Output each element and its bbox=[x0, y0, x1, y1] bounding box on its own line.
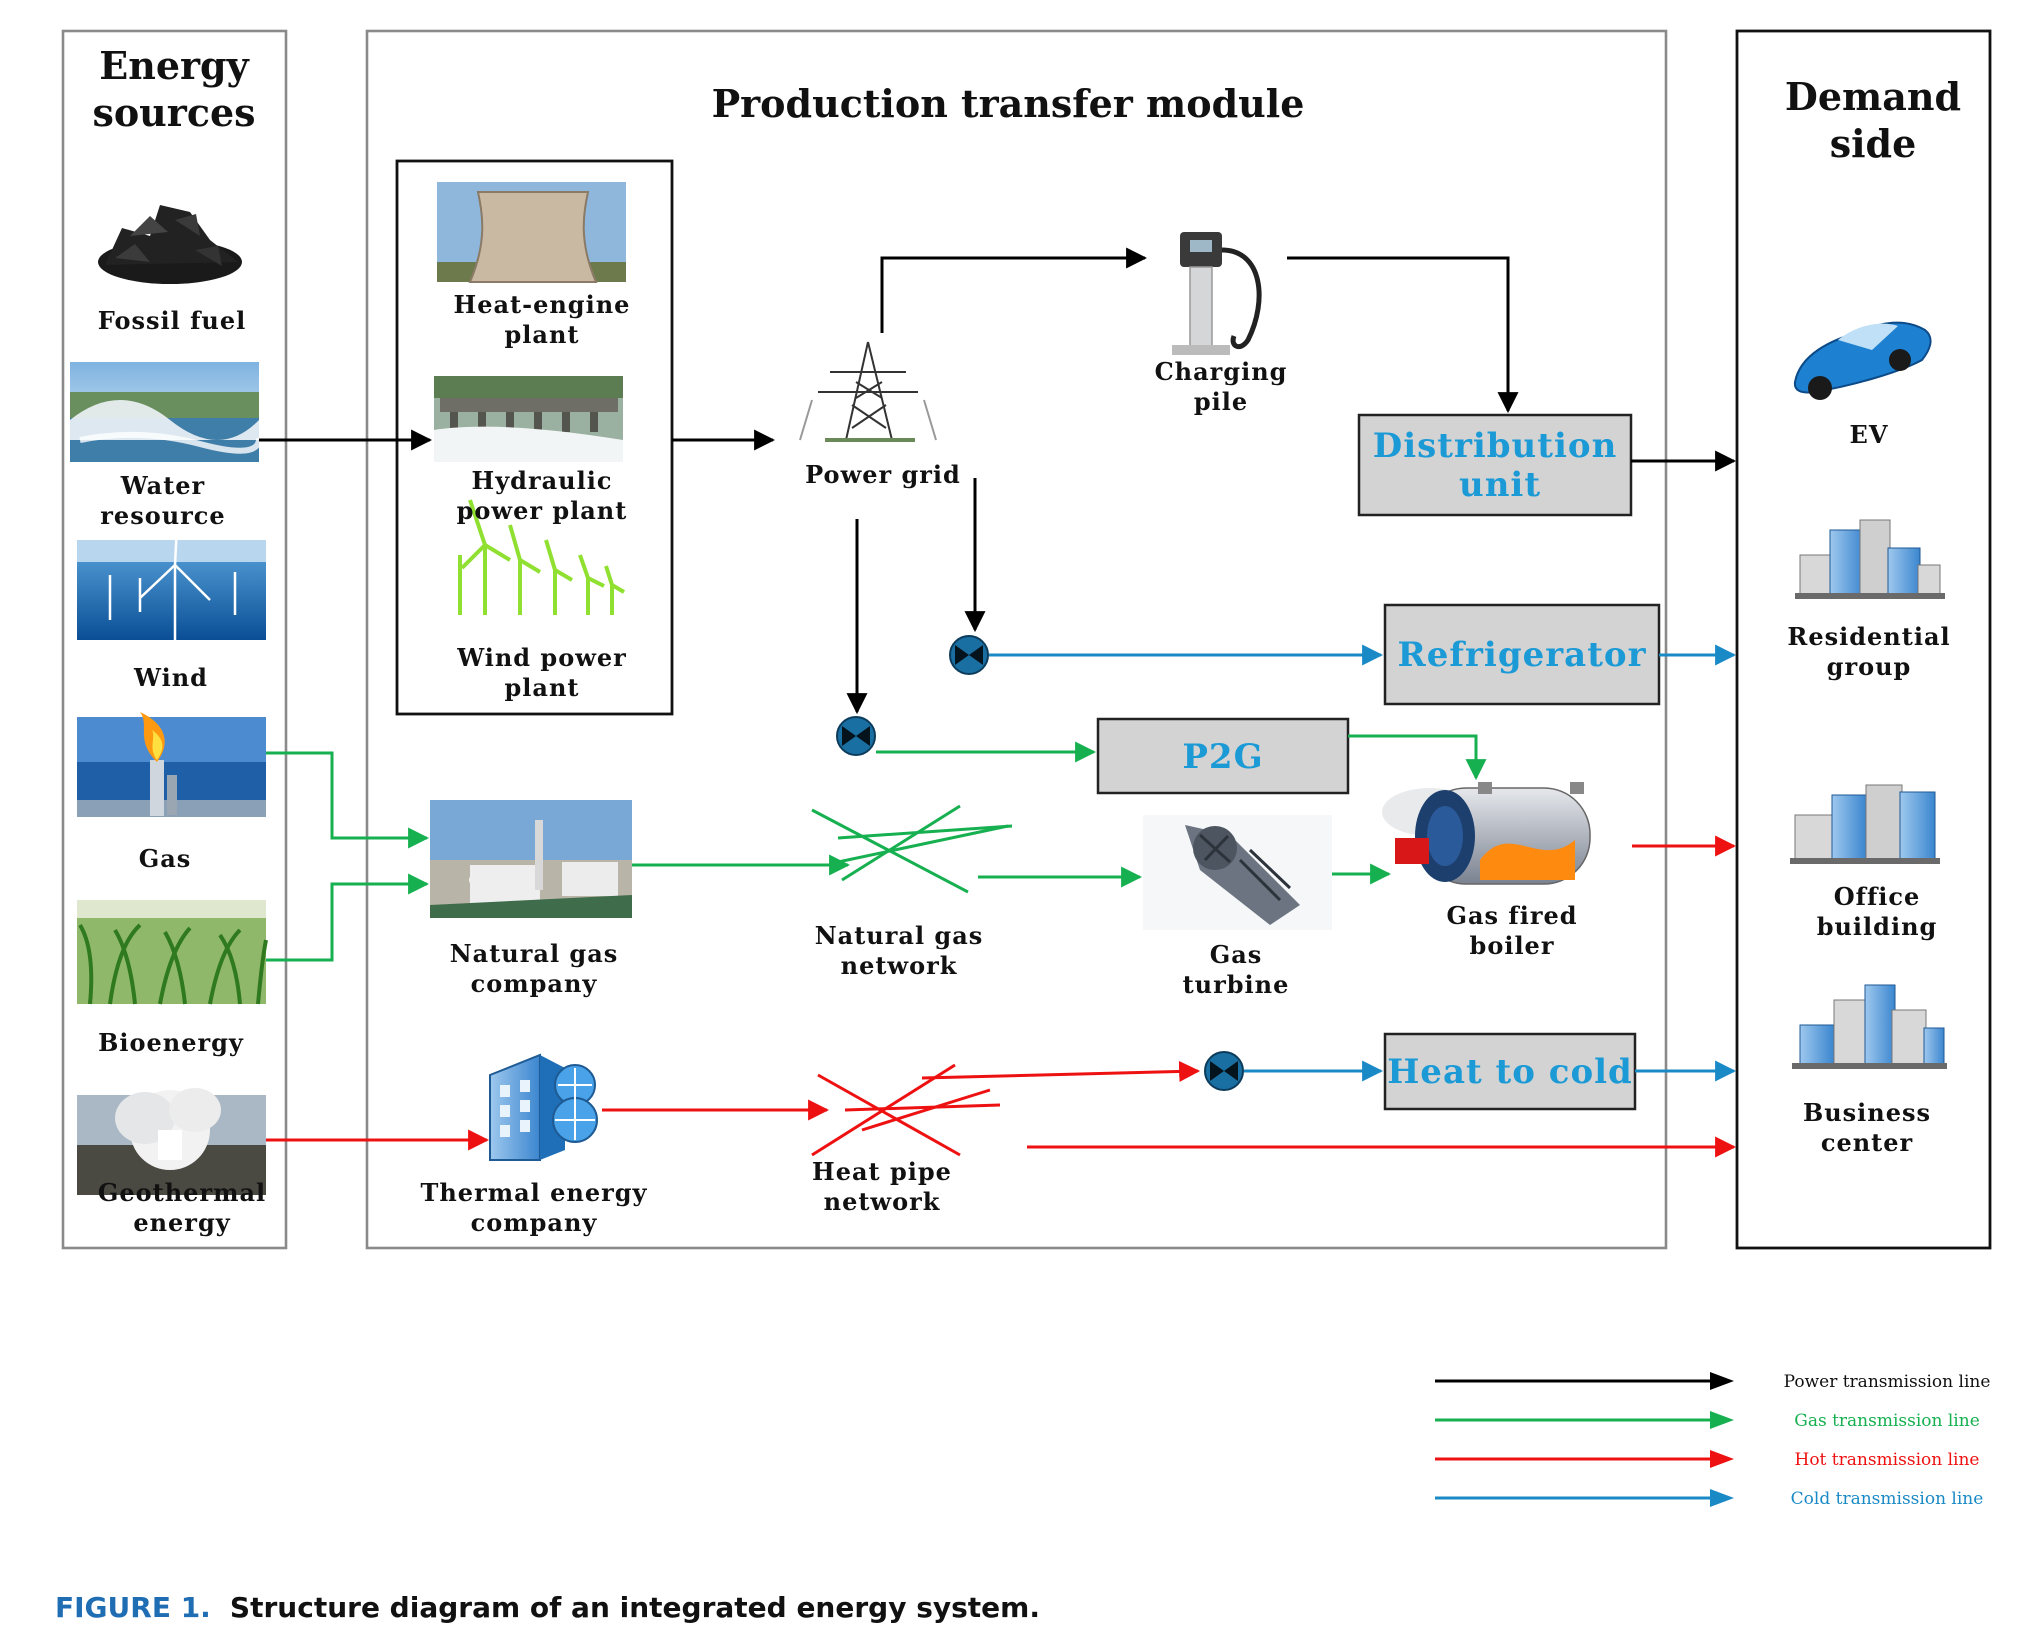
turbine-icon bbox=[1143, 815, 1332, 930]
plant-label-wind-line1: Wind power bbox=[456, 643, 627, 672]
distribution-unit-label-line1: Distribution bbox=[1373, 426, 1618, 466]
figure-caption-prefix: FIGURE 1. bbox=[55, 1591, 211, 1624]
legend-label-0: Power transmission line bbox=[1784, 1372, 1991, 1392]
demand-label-office-line2: building bbox=[1817, 912, 1938, 941]
figure-caption-text: Structure diagram of an integrated energ… bbox=[230, 1591, 1040, 1624]
source-label-wind: Wind bbox=[133, 663, 208, 692]
geyser-photo-icon bbox=[77, 1088, 266, 1195]
source-label-geo-line2: energy bbox=[133, 1208, 230, 1237]
distribution-unit-box bbox=[1357, 413, 1633, 517]
demand-side-header-line2: side bbox=[1830, 121, 1917, 166]
ng-company-label-line2: company bbox=[471, 969, 598, 998]
legend-label-2: Hot transmission line bbox=[1795, 1450, 1980, 1470]
p2g-box bbox=[1096, 717, 1350, 795]
coal-pile-icon bbox=[98, 205, 242, 284]
gas-boiler-label-line2: boiler bbox=[1470, 931, 1555, 960]
heat-pipe-label-line1: Heat pipe bbox=[812, 1157, 952, 1186]
ev-charger-icon bbox=[1172, 232, 1262, 355]
heat-flow-lines bbox=[266, 835, 1737, 1158]
converter-icon bbox=[836, 716, 876, 756]
dam-icon bbox=[434, 376, 623, 462]
plant-label-heat-engine-line1: Heat-engine bbox=[454, 290, 631, 319]
charging-pile-label-line2: pile bbox=[1194, 387, 1248, 416]
legend-arrowhead-2 bbox=[1710, 1450, 1734, 1468]
crop-field-photo-icon bbox=[77, 900, 268, 1005]
lng-terminal-icon bbox=[430, 800, 632, 918]
city-buildings-icon bbox=[1795, 519, 1945, 599]
demand-side-panel bbox=[1735, 29, 1992, 1250]
cold-flow-lines bbox=[989, 644, 1737, 1082]
city-buildings-icon bbox=[1792, 984, 1947, 1069]
plant-label-hydraulic-line1: Hydraulic bbox=[472, 466, 613, 495]
heat-to-cold-label: Heat to cold bbox=[1387, 1052, 1633, 1092]
power-flow-lines bbox=[259, 247, 1737, 715]
converter-icon bbox=[949, 635, 989, 675]
ng-network-label-line2: network bbox=[841, 951, 958, 980]
heat-pipe-label-line2: network bbox=[824, 1187, 941, 1216]
gas-turbine-label-line2: turbine bbox=[1183, 970, 1290, 999]
plant-label-wind-line2: plant bbox=[505, 673, 580, 702]
gas-boiler-label-line1: Gas fired bbox=[1446, 901, 1577, 930]
arrow-charging-to-distribution bbox=[1287, 256, 1519, 414]
demand-label-business-line2: center bbox=[1821, 1128, 1913, 1157]
demand-side-header-line1: Demand bbox=[1785, 74, 1961, 119]
legend-arrowhead-0 bbox=[1710, 1372, 1734, 1390]
p2g-label: P2G bbox=[1182, 737, 1263, 777]
energy-sources-header-line2: sources bbox=[92, 90, 255, 135]
source-label-gas: Gas bbox=[139, 844, 192, 873]
transmission-tower-icon bbox=[799, 341, 937, 442]
arrow-bio-to-ng-company bbox=[266, 873, 430, 962]
distribution-unit-label-line2: unit bbox=[1459, 465, 1541, 505]
arrow-heat-pipe-to-converter bbox=[921, 1060, 1201, 1082]
heat-pipe-network-icon bbox=[811, 1063, 1001, 1157]
city-buildings-icon bbox=[1790, 784, 1940, 864]
demand-label-office-line1: Office bbox=[1834, 882, 1921, 911]
source-label-water-line1: Water bbox=[120, 471, 205, 500]
heat-to-cold-box bbox=[1383, 1032, 1637, 1111]
energy-sources-header-line1: Energy bbox=[99, 43, 249, 88]
gas-flare-photo-icon bbox=[77, 712, 266, 817]
legend-arrowhead-1 bbox=[1710, 1411, 1734, 1429]
plant-label-heat-engine-line2: plant bbox=[505, 320, 580, 349]
arrow-p2g-to-boiler bbox=[1348, 734, 1487, 781]
arrow-grid-to-charging bbox=[880, 247, 1148, 333]
demand-label-business-line1: Business bbox=[1803, 1098, 1931, 1127]
source-label-water-line2: resource bbox=[100, 501, 225, 530]
thermal-building-icon bbox=[489, 1053, 598, 1161]
gas-flow-lines bbox=[266, 734, 1487, 962]
charging-pile-label-line1: Charging bbox=[1155, 357, 1288, 386]
thermal-company-label-line1: Thermal energy bbox=[421, 1178, 648, 1207]
legend-arrowhead-3 bbox=[1710, 1489, 1734, 1507]
thermal-company-label-line2: company bbox=[471, 1208, 598, 1237]
refrigerator-box bbox=[1383, 603, 1661, 706]
car-icon bbox=[1793, 321, 1932, 400]
demand-label-ev: EV bbox=[1850, 420, 1889, 449]
demand-label-residential-line1: Residential bbox=[1787, 622, 1950, 651]
ng-network-label-line1: Natural gas bbox=[815, 921, 984, 950]
cooling-tower-icon bbox=[437, 182, 626, 283]
offshore-wind-photo-icon bbox=[77, 524, 266, 640]
wind-turbines-icon bbox=[458, 499, 626, 615]
figure-caption: FIGURE 1. Structure diagram of an integr… bbox=[55, 1591, 1040, 1624]
demand-label-residential-line2: group bbox=[1827, 652, 1912, 681]
refrigerator-label: Refrigerator bbox=[1398, 635, 1647, 675]
power-grid-label: Power grid bbox=[805, 460, 961, 489]
source-label-geo-line1: Geothermal bbox=[98, 1178, 266, 1207]
legend-label-3: Cold transmission line bbox=[1791, 1489, 1984, 1509]
legend-label-1: Gas transmission line bbox=[1794, 1411, 1980, 1431]
converter-icon bbox=[1204, 1051, 1244, 1091]
ng-company-label-line1: Natural gas bbox=[450, 939, 619, 968]
source-label-bio: Bioenergy bbox=[98, 1028, 244, 1057]
plant-label-hydraulic-line2: power plant bbox=[457, 496, 628, 525]
production-module-header: Production transfer module bbox=[712, 81, 1305, 126]
gas-turbine-label-line1: Gas bbox=[1210, 940, 1263, 969]
arrow-gas-to-ng-company bbox=[266, 751, 430, 849]
natural-gas-network-icon bbox=[811, 804, 1013, 894]
boiler-icon bbox=[1382, 782, 1591, 885]
source-label-fossil: Fossil fuel bbox=[98, 306, 247, 335]
waterfall-photo-icon bbox=[70, 362, 262, 462]
